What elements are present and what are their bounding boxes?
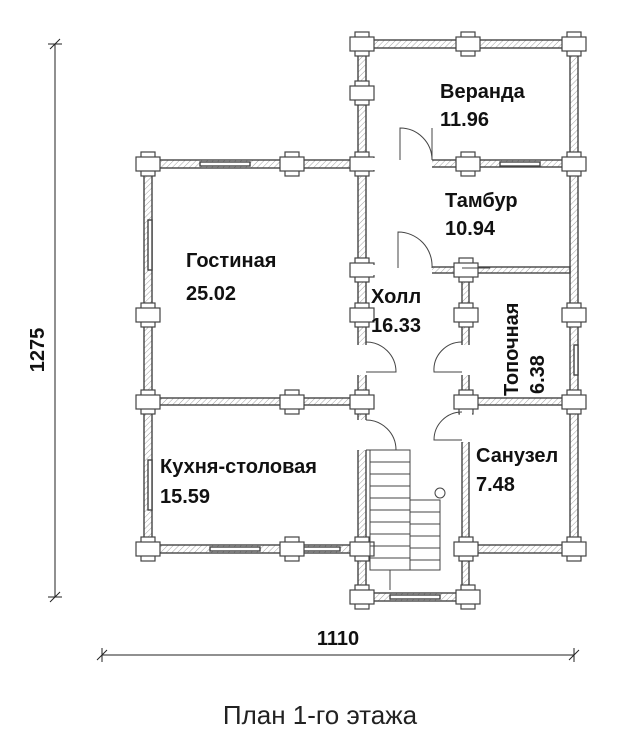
room-name: Веранда [440,81,526,103]
room-name: Кухня-столовая [160,456,317,478]
room-veranda: Веранда 11.96 [440,81,526,131]
room-living: Гостиная 25.02 [186,250,276,305]
room-boiler: Топочная 6.38 [501,303,549,396]
room-area: 7.48 [476,474,515,496]
room-area: 15.59 [160,486,210,508]
stairs [369,449,446,590]
height-dimension-label: 1275 [27,328,49,373]
room-hall: Холл 16.33 [371,286,421,337]
room-name: Гостиная [186,250,276,272]
room-area: 6.38 [527,355,549,394]
room-area: 11.96 [440,109,489,131]
room-kitchen: Кухня-столовая 15.59 [160,456,317,508]
room-name: Холл [371,286,421,308]
plan-title: План 1-го этажа [222,700,418,730]
room-name: Санузел [476,445,558,467]
dimension-height: 1275 [27,38,62,603]
room-bathroom: Санузел 7.48 [476,445,558,496]
room-name: Топочная [501,303,523,396]
room-name: Тамбур [445,190,518,212]
room-tambur: Тамбур 10.94 [445,190,518,240]
room-area: 25.02 [186,283,236,305]
room-area: 16.33 [371,315,421,337]
room-area: 10.94 [445,218,496,240]
width-dimension-label: 1110 [317,628,359,650]
doors [356,127,490,451]
dimension-width: 1110 [96,628,580,662]
